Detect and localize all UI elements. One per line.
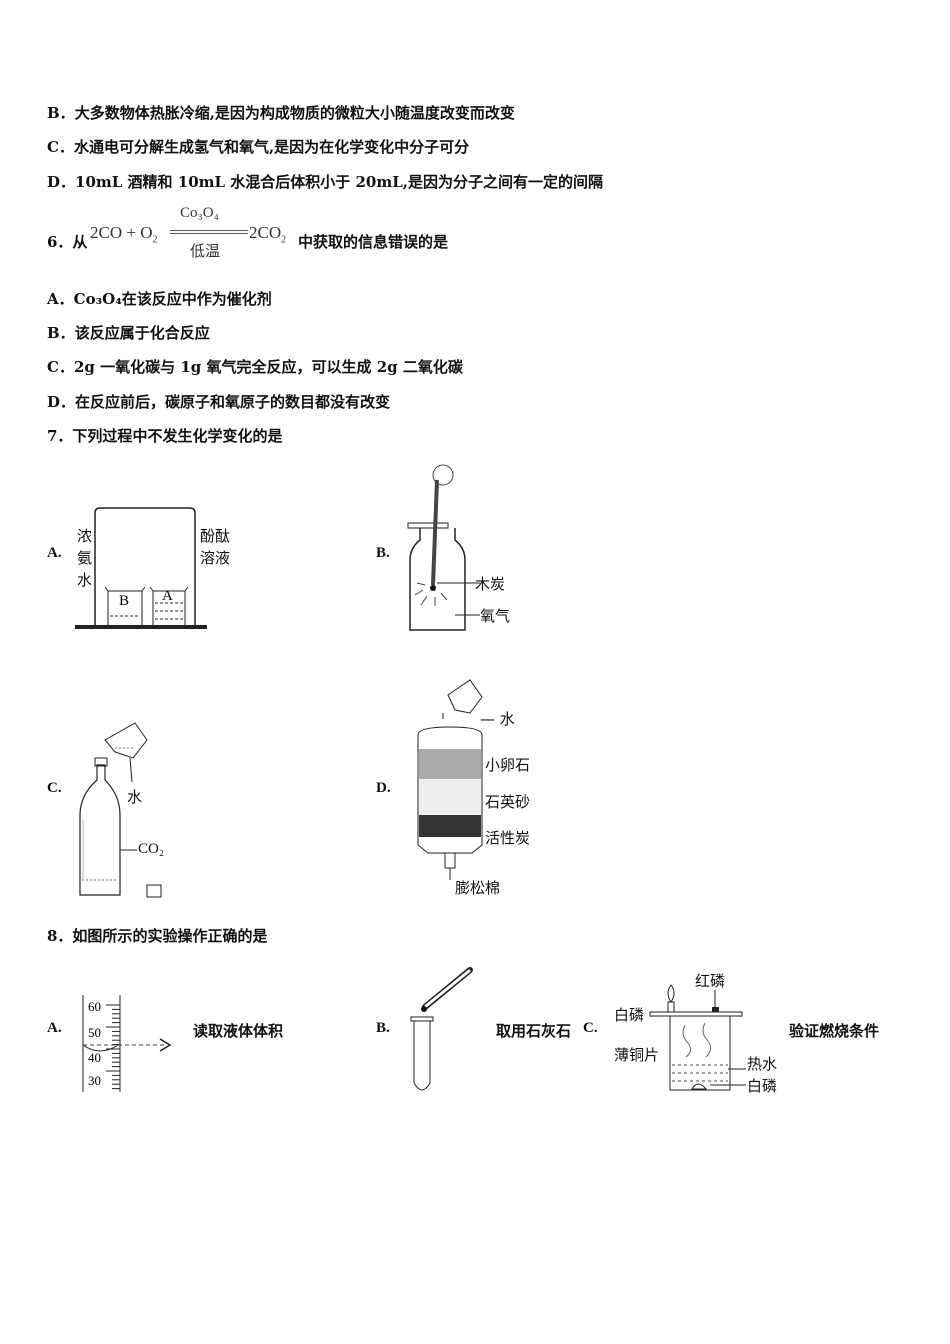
tick-30: 30: [88, 1073, 101, 1088]
q5-option-d: D．10mL 酒精和 10mL 水混合后体积小于 20mL,是因为分子之间有一定…: [47, 173, 604, 191]
q6-equation-lhs: 2CO + O2: [90, 223, 158, 246]
charcoal-oxygen-diagram: [407, 464, 480, 631]
beaker-a-label: A: [162, 588, 173, 604]
combustion-condition-diagram: [649, 984, 746, 1091]
q7-d-label: D.: [376, 780, 391, 796]
white-phosphorus-bottom-label: 白磷: [747, 1077, 778, 1095]
q6-option-c: C．2g 一氧化碳与 1g 氧气完全反应，可以生成 2g 二氧化碳: [47, 358, 463, 376]
q8-b-caption: 取用石灰石: [496, 1022, 572, 1040]
pebble-label: 小卵石: [485, 756, 531, 774]
q6-condition: 低温: [190, 242, 221, 260]
q6-number: 6．从: [47, 233, 88, 251]
q8-c-label: C.: [583, 1020, 598, 1036]
red-phosphorus-label: 红磷: [695, 972, 726, 990]
quartz-sand-label: 石英砂: [485, 793, 531, 811]
q7-b-label: B.: [376, 545, 390, 561]
q6-stem: 中获取的信息错误的是: [298, 233, 449, 251]
hot-water-label: 热水: [747, 1055, 778, 1073]
q5-option-c: C．水通电可分解生成氢气和氧气,是因为在化学变化中分子可分: [47, 138, 470, 156]
q6-equation-rhs: 2CO2: [249, 223, 287, 246]
co2-label: CO₂: [138, 841, 165, 857]
copper-sheet-label: 薄铜片: [614, 1046, 660, 1064]
q6-equals-sign: [170, 230, 248, 234]
q6-option-d: D．在反应前后，碳原子和氧原子的数目都没有改变: [47, 393, 391, 411]
q6-option-a: A．Co₃O₄在该反应中作为催化剂: [47, 290, 272, 308]
tick-50: 50: [88, 1025, 101, 1040]
q5-option-b: B．大多数物体热胀冷缩,是因为构成物质的微粒大小随温度改变而改变: [47, 104, 515, 122]
activated-carbon-label: 活性炭: [485, 829, 531, 847]
q8-stem: 8．如图所示的实验操作正确的是: [47, 927, 268, 945]
q8-a-label: A.: [47, 1020, 62, 1036]
cotton-label: 膨松棉: [455, 879, 501, 897]
beaker-b-label: B: [119, 593, 129, 609]
q6-catalyst: Co₃O₄: [180, 205, 219, 221]
q6-option-b: B．该反应属于化合反应: [47, 324, 210, 342]
white-phosphorus-top-label: 白磷: [614, 1006, 645, 1024]
co2-bottle-diagram: [79, 722, 162, 898]
oxygen-label: 氧气: [480, 607, 511, 625]
test-tube-tongs-diagram: [410, 967, 473, 1091]
filter-water-label: — 水: [480, 710, 515, 728]
charcoal-label: 木炭: [475, 575, 506, 593]
tick-60: 60: [88, 999, 101, 1014]
q8-a-caption: 读取液体体积: [193, 1022, 284, 1040]
ammonia-label: 浓氨水: [77, 527, 93, 589]
water-label: 水: [127, 788, 143, 806]
phenolphthalein-label: 酚酞溶液: [200, 527, 231, 567]
tick-40: 40: [88, 1050, 101, 1065]
ammonia-diffusion-diagram: B A: [75, 507, 207, 629]
q7-stem: 7．下列过程中不发生化学变化的是: [47, 427, 283, 445]
q8-c-caption: 验证燃烧条件: [789, 1022, 880, 1040]
graduated-cylinder-diagram: 60 50 40 30: [82, 995, 172, 1092]
q8-b-label: B.: [376, 1020, 390, 1036]
water-filter-diagram: [417, 679, 483, 880]
q7-c-label: C.: [47, 780, 62, 796]
q7-a-label: A.: [47, 545, 62, 561]
